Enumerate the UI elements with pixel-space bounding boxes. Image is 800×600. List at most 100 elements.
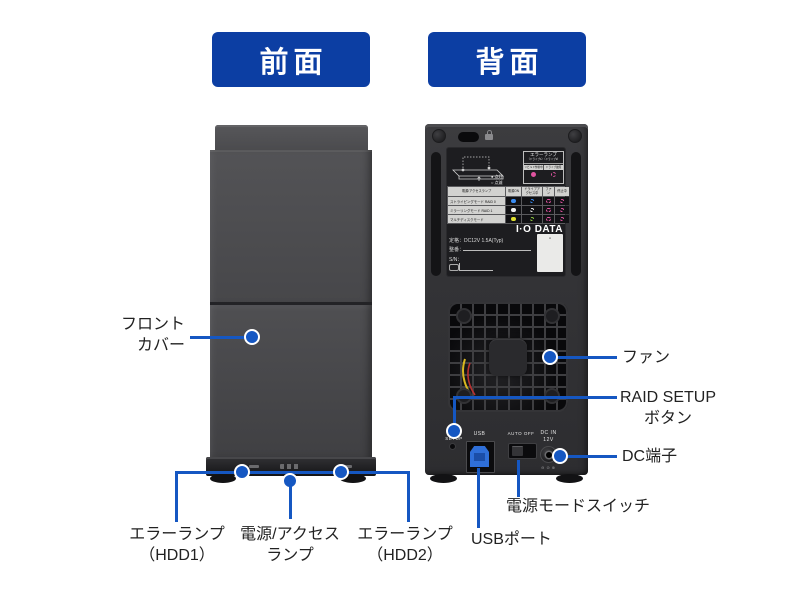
callout-line-power-lamp xyxy=(289,481,292,519)
fan-screw-icon xyxy=(456,308,472,324)
hdd1-led-slot xyxy=(249,465,259,468)
auto-off-text: AUTO OFF xyxy=(507,431,535,436)
led-state xyxy=(559,216,565,222)
usb-port xyxy=(466,441,495,473)
raid-setup-label: RAID SETUP ボタン xyxy=(620,387,716,429)
power-led-slot xyxy=(280,464,300,469)
switch-knob xyxy=(512,446,523,456)
power-access-lamp-line1: 電源/アクセス xyxy=(240,526,340,543)
callout-line-fan xyxy=(550,356,617,359)
led-state xyxy=(546,216,551,222)
spec-sticker: ● 点灯 ○ 点滅 エラーランプ （ドライブ1）（ドライブ2） リビルド作動中 … xyxy=(447,148,569,276)
table-row: マルチディスクモード xyxy=(448,215,505,223)
col-power-on: 電源ON xyxy=(506,187,521,196)
power-access-lamp-label: 電源/アクセス ランプ xyxy=(232,524,348,566)
led-state xyxy=(511,198,516,204)
front-upper-body xyxy=(210,150,372,303)
callout-dot-front-cover xyxy=(244,329,260,345)
front-cover-label-line1: フロント xyxy=(120,316,185,333)
dc-in-text: DC IN xyxy=(540,430,557,436)
fan-screw-icon xyxy=(544,308,560,324)
led-state xyxy=(531,171,537,177)
callout-line-front-bottom xyxy=(176,471,409,474)
error-lamp-hdd2-line2: （HDD2） xyxy=(367,547,443,564)
fan-label: ファン xyxy=(622,349,671,366)
lamp-table: 電源/アクセスランプ 電源ON ドライブアクセス中 ファン 停止中 ストライピン… xyxy=(447,186,569,224)
serial-text: S/N： xyxy=(449,257,463,263)
error-col-rebuild: リビルド作動中 xyxy=(524,164,543,170)
dc-jack-label: DC端子 xyxy=(622,448,678,465)
table-row: ミラーリングモード RAID 1 xyxy=(448,206,505,214)
table-row: ストライピングモード RAID 0 xyxy=(448,197,505,205)
power-access-lamp-line2: ランプ xyxy=(266,547,314,564)
error-lamp-hdd1-line2: （HDD1） xyxy=(139,547,215,564)
callout-line-raid xyxy=(453,396,617,399)
product-no-line xyxy=(463,250,531,251)
led-state xyxy=(559,198,565,204)
led-state xyxy=(511,207,516,213)
vent-slot-left xyxy=(431,152,441,276)
callout-line-usb xyxy=(477,468,480,528)
led-state xyxy=(511,216,516,222)
callout-line-dc xyxy=(560,455,617,458)
col-fan: ファン xyxy=(543,187,554,196)
led-state xyxy=(546,198,551,204)
callout-dot-raid xyxy=(446,423,462,439)
raid-setup-line2: ボタン xyxy=(643,410,692,427)
polarity-mark: ⊖⊙⊕ xyxy=(540,465,558,470)
back-foot-right xyxy=(556,474,583,483)
rating-text: 定格：DC12V 1.5A(Typ) xyxy=(449,238,504,244)
error-col-failure: ドライブ故障 xyxy=(544,164,563,170)
callout-dot-dc xyxy=(552,448,568,464)
callout-line-hdd1 xyxy=(175,471,178,522)
led-state xyxy=(559,207,565,213)
raid-setup-line1: RAID SETUP xyxy=(620,389,717,406)
fan-hub xyxy=(489,339,527,376)
vent-slot-right xyxy=(571,152,581,276)
dc-12v-text: 12V xyxy=(543,437,554,443)
error-lamp-box: エラーランプ （ドライブ1）（ドライブ2） リビルド作動中 ドライブ故障 xyxy=(523,151,564,184)
front-cover-label: フロント カバー xyxy=(103,314,185,356)
iodata-logo: I·O DATA xyxy=(516,224,563,235)
led-state xyxy=(529,198,535,204)
back-foot-left xyxy=(430,474,457,483)
front-view-badge: 前面 xyxy=(212,32,370,87)
error-lamp-hdd2-label: エラーランプ （HDD2） xyxy=(347,524,463,566)
lock-icon xyxy=(485,130,494,141)
led-state xyxy=(546,207,551,213)
front-cover-label-line2: カバー xyxy=(136,337,185,354)
product-no-text: 整番： xyxy=(449,247,465,253)
led-state xyxy=(529,216,535,222)
front-cover-panel xyxy=(210,305,372,457)
col-stop: 停止中 xyxy=(555,187,569,196)
callout-dot-hdd1-lamp xyxy=(234,464,250,480)
error-lamp-hdd1-label: エラーランプ （HDD1） xyxy=(119,524,235,566)
lamp-table-header: 電源/アクセスランプ xyxy=(448,187,505,196)
serial-line xyxy=(459,263,493,271)
screw-icon xyxy=(432,129,446,143)
callout-line-switch xyxy=(517,460,520,497)
front-foot-right xyxy=(340,474,366,483)
power-mode-switch-label: 電源モードスイッチ xyxy=(506,498,651,515)
error-lamp-subtitle: （ドライブ1）（ドライブ2） xyxy=(524,158,563,164)
back-view-badge: 背面 xyxy=(428,32,586,87)
front-foot-left xyxy=(210,474,236,483)
sticker-diagram xyxy=(452,156,504,181)
raid-setup-pinhole xyxy=(450,444,455,449)
security-slot xyxy=(458,132,479,142)
usb-text: USB xyxy=(473,431,486,437)
callout-line-hdd2 xyxy=(407,471,410,522)
error-lamp-title: エラーランプ xyxy=(530,152,557,157)
front-top-cap xyxy=(215,125,368,152)
callout-line-front-cover xyxy=(190,336,253,339)
usb-port-inner xyxy=(470,446,489,467)
callout-line-raid-v xyxy=(453,396,456,428)
callout-dot-fan xyxy=(542,349,558,365)
callout-dot-hdd2-lamp xyxy=(333,464,349,480)
front-cover-seam xyxy=(210,302,372,305)
led-state xyxy=(529,207,535,213)
power-mode-switch xyxy=(508,443,537,459)
usb-port-label: USBポート xyxy=(471,531,552,548)
screw-icon xyxy=(568,129,582,143)
